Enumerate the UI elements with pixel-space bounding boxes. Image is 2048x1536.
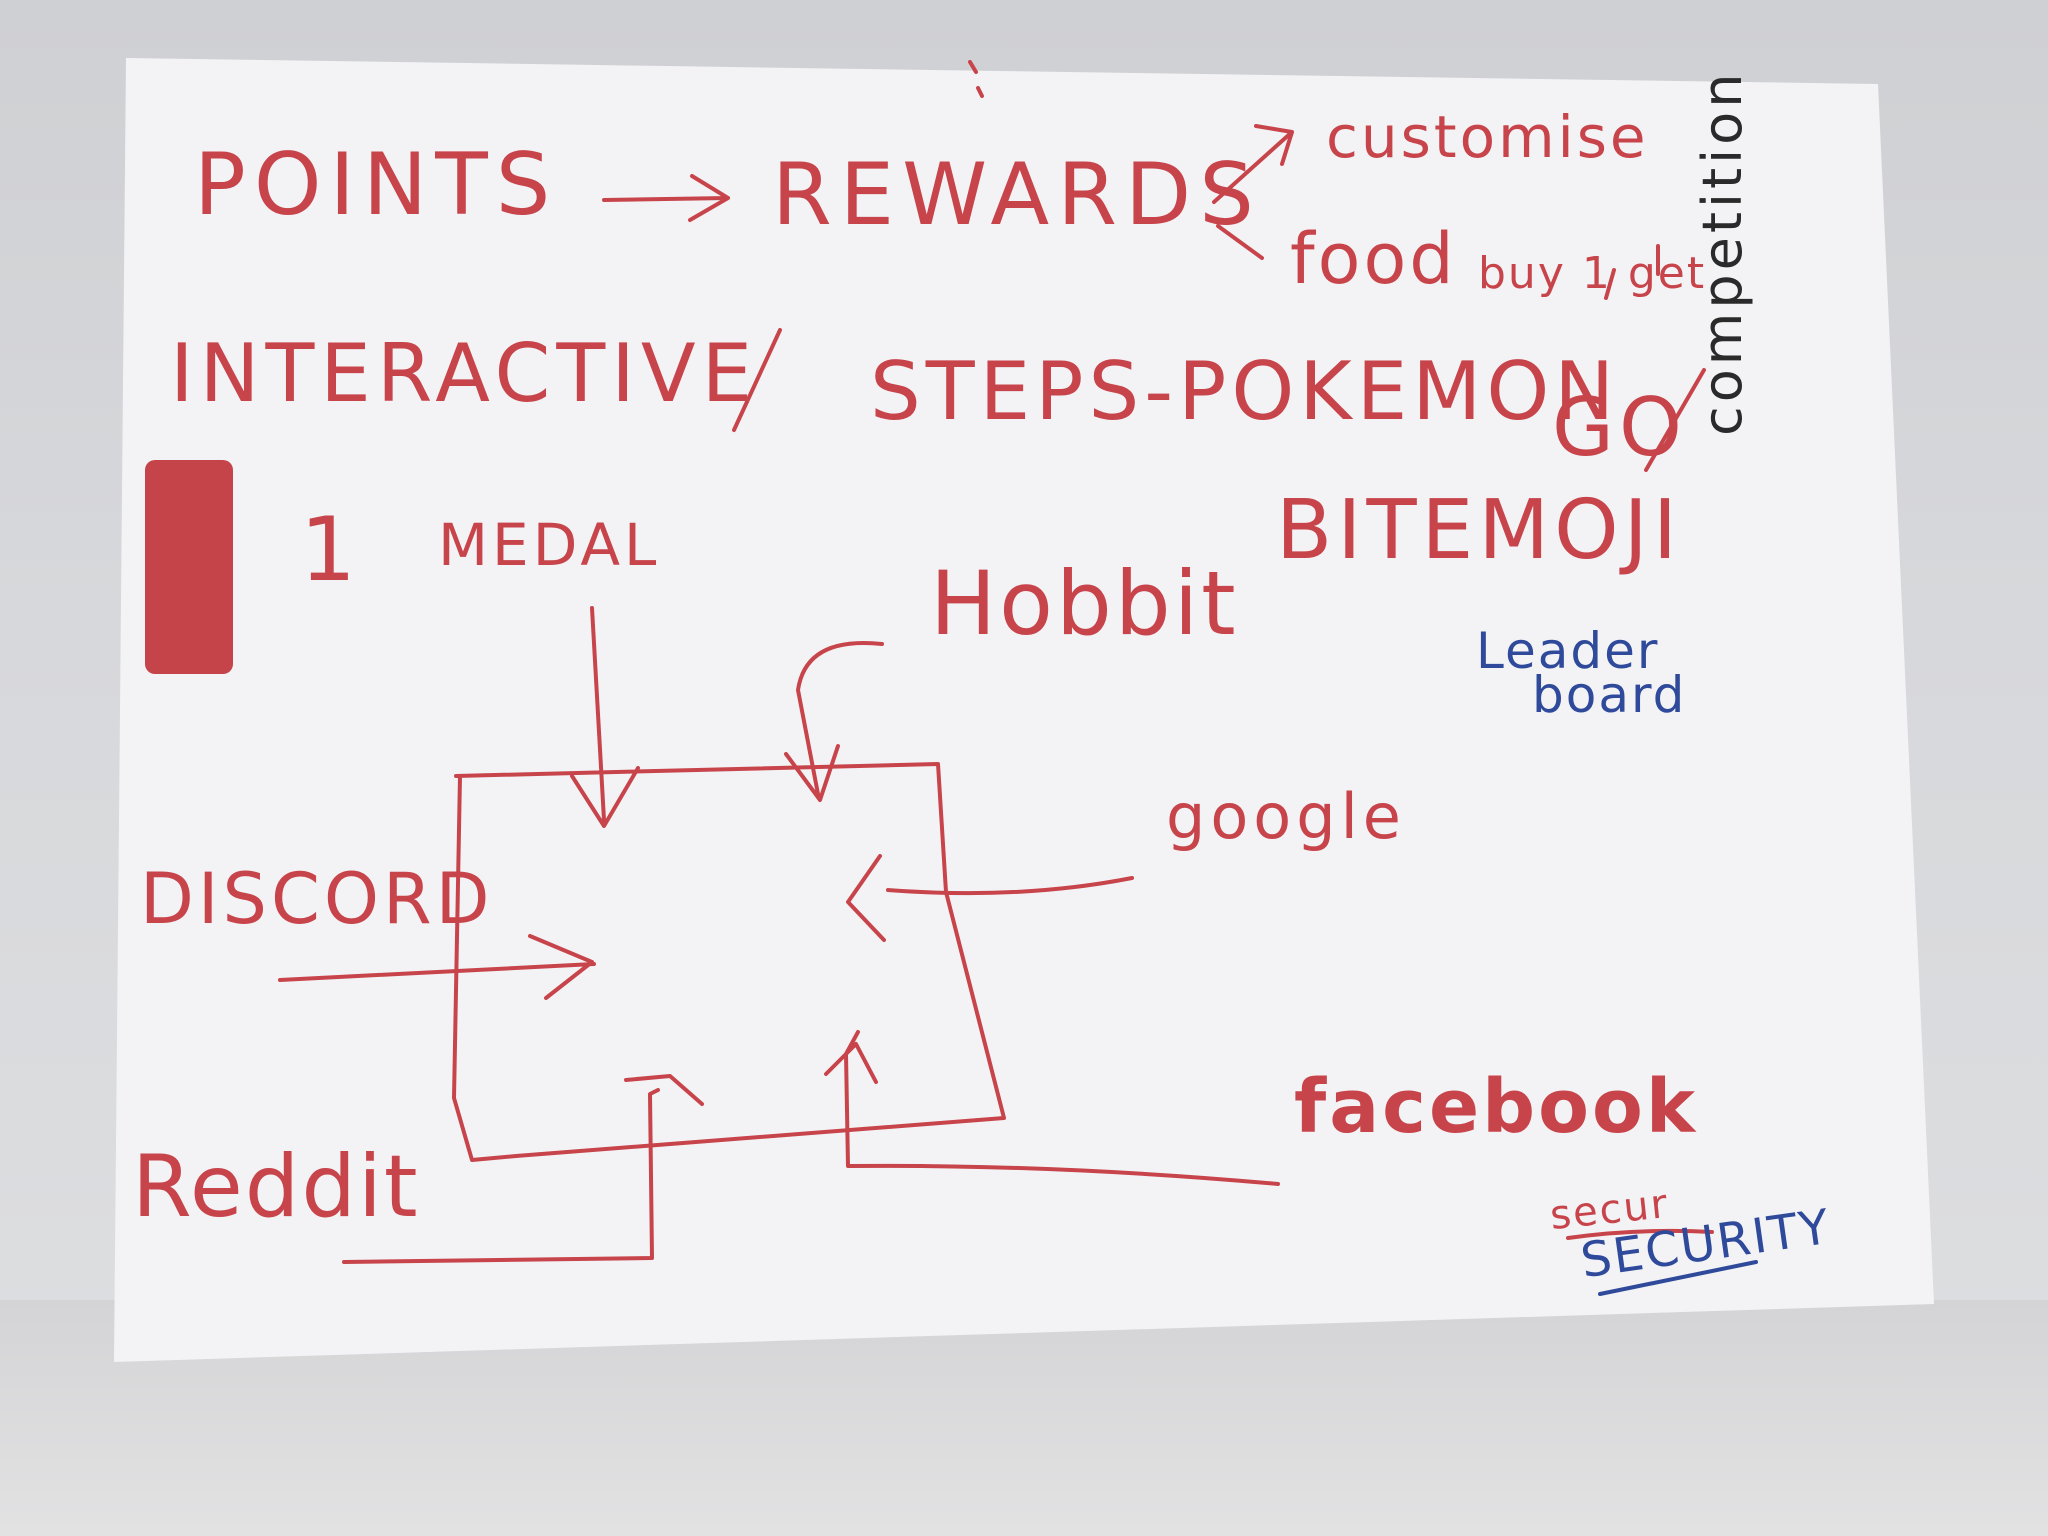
paper-surface: [114, 58, 1934, 1362]
google-label: google: [1166, 780, 1406, 853]
security-scribble-underline: [1566, 1228, 1714, 1240]
medal-label: MEDAL: [438, 511, 661, 579]
go-separator: [1644, 368, 1706, 472]
reddit-arrow: [342, 1074, 704, 1264]
food-label: food: [1290, 218, 1457, 300]
security-underline: [1598, 1260, 1758, 1296]
leader-label: Leader: [1476, 622, 1660, 680]
discord-arrow: [278, 934, 596, 1000]
points-label: POINTS: [194, 135, 559, 235]
facebook-arrow: [824, 1030, 1280, 1186]
buy-one-get-label: buy 1 get: [1478, 248, 1707, 299]
rewards-branch-arrows: [1212, 124, 1294, 260]
medal-count: 1: [300, 498, 356, 601]
customise-label: customise: [1326, 103, 1649, 171]
go-label: GO: [1552, 381, 1687, 474]
interactive-label: INTERACTIVE: [170, 327, 759, 420]
medal-arrow: [570, 606, 640, 828]
food-ticks: [1604, 244, 1660, 300]
bitemoji-label: BITEMOJI: [1276, 483, 1682, 578]
steps-pokemon-label: STEPS-POKEMON: [870, 345, 1620, 438]
interactive-separator: [732, 328, 782, 432]
discord-label: DISCORD: [140, 858, 494, 940]
competition-label: competition: [1691, 69, 1754, 436]
facebook-label: facebook: [1294, 1064, 1699, 1150]
rewards-label: REWARDS: [772, 145, 1262, 245]
red-marker-rectangle: [145, 460, 233, 674]
top-tick: [968, 60, 984, 98]
reddit-label: Reddit: [132, 1137, 420, 1237]
board-label: board: [1532, 666, 1687, 724]
hobbit-label: Hobbit: [930, 552, 1239, 655]
central-box: [452, 762, 1006, 1162]
google-arrow: [846, 854, 1134, 942]
points-rewards-arrow: [602, 174, 730, 222]
